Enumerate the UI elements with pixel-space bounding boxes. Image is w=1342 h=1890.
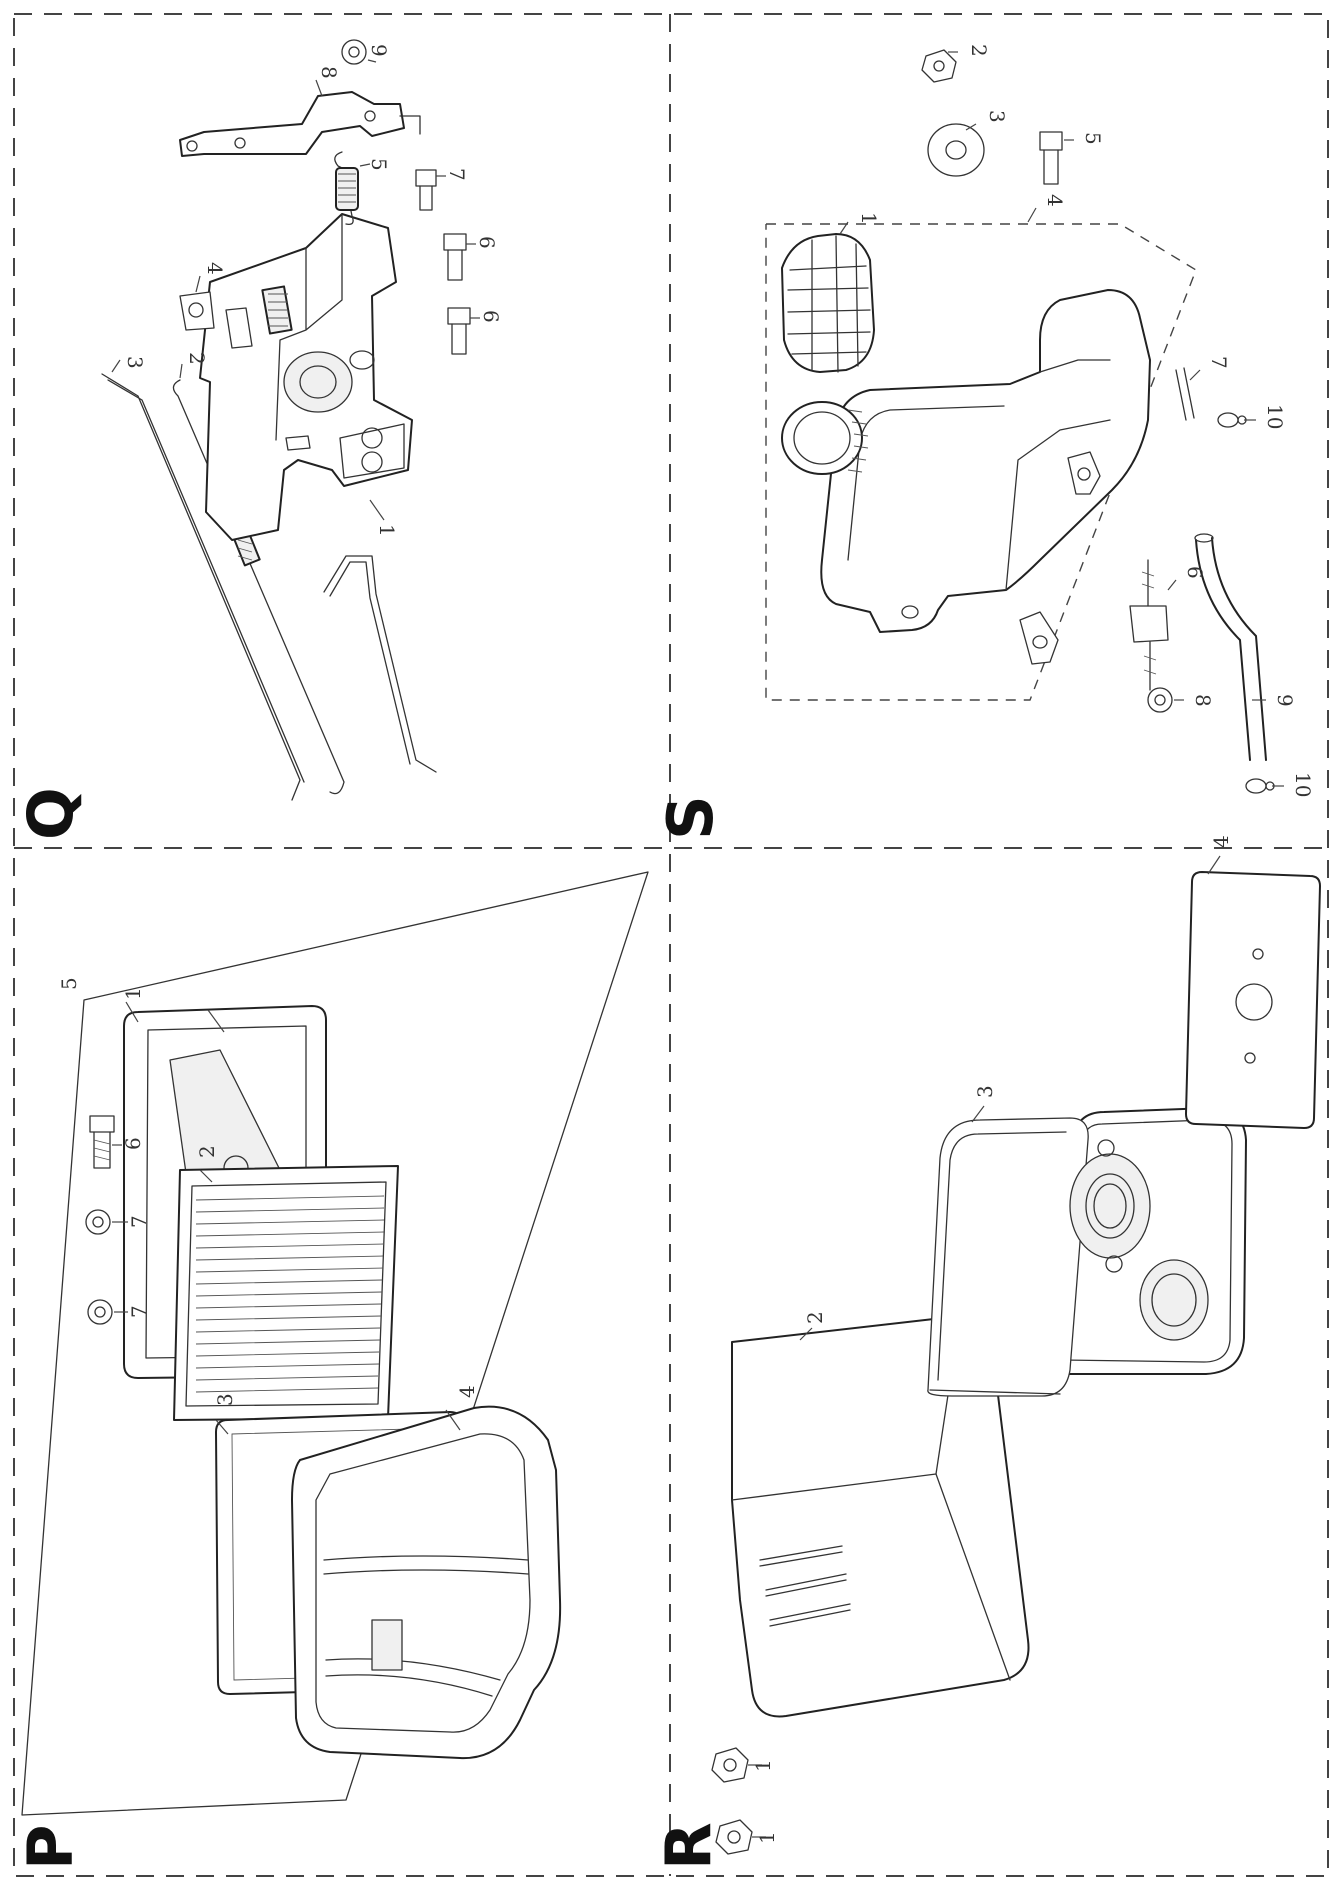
- p-callout-2: 2: [195, 1145, 219, 1158]
- s-leaders: [839, 51, 1284, 787]
- s-part-10-clip-a: [1217, 412, 1247, 428]
- p-callout-4: 4: [455, 1385, 479, 1398]
- s-callout-6: 6: [1183, 566, 1207, 579]
- s-part-3-washer: [927, 123, 985, 177]
- s-filler-neck: [781, 401, 869, 475]
- r-callout-4: 4: [1209, 835, 1233, 848]
- q-callout-1: 1: [375, 524, 399, 537]
- s-callout-7: 7: [1207, 356, 1231, 369]
- s-part-6-valve: [1129, 559, 1169, 691]
- q-part-7-pin: [415, 169, 437, 211]
- q-callout-8: 8: [317, 66, 341, 79]
- r-callout-3: 3: [973, 1085, 997, 1098]
- s-callout-5: 5: [1081, 132, 1105, 145]
- q-part-1-rod: [323, 555, 437, 773]
- p-part-7-nut-a: [85, 1209, 111, 1235]
- q-part-5-spring: [334, 151, 359, 225]
- q-bracket-spring: [261, 285, 293, 335]
- s-part-5-bolt: [1039, 131, 1063, 185]
- p-callout-7a: 7: [127, 1215, 151, 1228]
- s-callout-1: 1: [857, 212, 881, 225]
- section-s-letter: S: [654, 795, 727, 840]
- section-r-letter: R: [652, 1822, 725, 1870]
- s-part-7-pin: [1175, 367, 1195, 421]
- q-callout-7: 7: [445, 168, 469, 181]
- q-callout-5: 5: [367, 158, 391, 171]
- s-callout-10a: 10: [1263, 404, 1287, 429]
- q-part-4-bracket: [179, 213, 413, 541]
- s-callout-2: 2: [967, 44, 991, 57]
- p-callout-5: 5: [57, 977, 81, 990]
- p-part-4-cover: [291, 1405, 562, 1760]
- q-callout-4: 4: [203, 262, 227, 275]
- p-part-5-outline: [21, 871, 649, 1816]
- r-callout-2: 2: [803, 1311, 827, 1324]
- r-part-1-nut-a: [711, 1747, 749, 1783]
- s-callout-4: 4: [1043, 194, 1067, 207]
- r-part-1-nut-b: [715, 1819, 753, 1855]
- q-callout-2: 2: [185, 352, 209, 365]
- q-part-8-lever: [179, 91, 421, 157]
- p-callout-6: 6: [121, 1137, 145, 1150]
- r-leaders: [748, 855, 1221, 1838]
- q-part-3-rod: [101, 373, 305, 801]
- p-callout-7b: 7: [127, 1305, 151, 1318]
- q-leaders: [111, 59, 480, 521]
- section-s: S: [654, 44, 1315, 840]
- r-part-2-heat-shield: [731, 1315, 1030, 1718]
- section-q-letter: Q: [14, 787, 87, 840]
- s-callout-9: 9: [1273, 694, 1297, 707]
- p-part-7-nut-b: [87, 1299, 113, 1325]
- s-part-4-tank: [820, 289, 1151, 665]
- r-callout-1a: 1: [751, 1759, 775, 1772]
- p-part-6-bolt: [89, 1115, 115, 1169]
- s-part-10-clip-b: [1245, 778, 1275, 794]
- section-r: R: [652, 835, 1321, 1870]
- p-callout-3: 3: [213, 1393, 237, 1406]
- s-callout-3: 3: [985, 110, 1009, 123]
- q-callout-6a: 6: [475, 236, 499, 249]
- s-callout-8: 8: [1191, 694, 1215, 707]
- s-part-2-nut: [921, 49, 957, 83]
- s-callout-10b: 10: [1291, 772, 1315, 797]
- section-p-letter: P: [14, 1825, 87, 1870]
- q-part-6-bolt-b: [447, 307, 471, 355]
- q-part-9-nut: [341, 39, 367, 65]
- p-part-2-filter: [173, 1165, 399, 1421]
- p-leaders: [112, 1001, 461, 1435]
- section-q: Q: [14, 39, 503, 840]
- q-callout-3: 3: [123, 356, 147, 369]
- q-callout-9: 9: [367, 44, 391, 57]
- s-part-8-clamp: [1147, 687, 1173, 713]
- quadrant-frame: [13, 13, 1329, 1877]
- r-part-4-gasket: [1185, 871, 1321, 1129]
- p-callout-1: 1: [121, 987, 145, 1000]
- r-callout-1b: 1: [755, 1831, 779, 1844]
- s-part-9-hose: [1195, 537, 1267, 761]
- r-part-3-muffler: [927, 1107, 1247, 1397]
- q-callout-6b: 6: [479, 310, 503, 323]
- s-part-1-fuel-cap: [781, 233, 875, 373]
- section-p: P: [14, 871, 649, 1870]
- q-part-6-bolt-a: [443, 233, 467, 281]
